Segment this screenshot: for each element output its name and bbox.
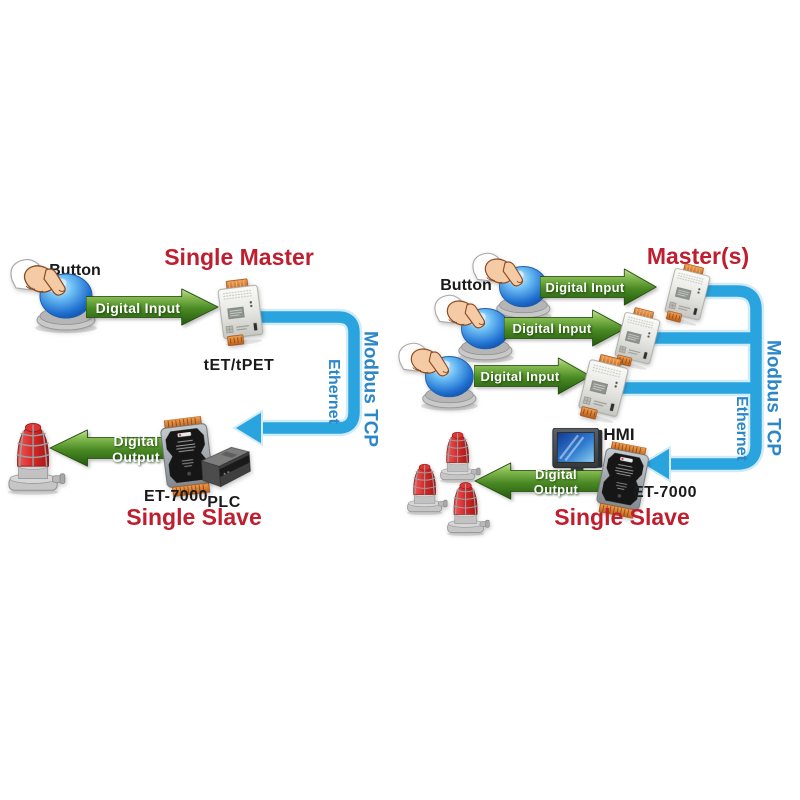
right-digital-input-label-1: Digital Input (545, 280, 625, 295)
hmi-label: HMI (603, 425, 635, 444)
plc-label: PLC (207, 494, 241, 511)
right-digital-output-label: Digital Output (533, 466, 579, 497)
left-slave-device-label: ET-7000 (144, 488, 208, 505)
bus-trunk-right (662, 285, 762, 470)
right-button-label: Button (440, 277, 492, 294)
digital-input-arrow-icon (504, 309, 627, 347)
left-modbus-tcp-label: Modbus TCP (359, 330, 381, 448)
right-digital-input-label-2: Digital Input (512, 321, 592, 336)
right-master-title: Master(s) (646, 243, 750, 269)
digital-output-arrow-icon (474, 462, 605, 500)
right-slave-device-label: ET-7000 (633, 484, 697, 501)
digital-input-arrow-icon (86, 288, 219, 326)
tet-tpet-device-icon (213, 276, 267, 347)
digital-input-arrow-icon (540, 268, 657, 306)
left-master-title: Single Master (164, 244, 314, 270)
left-master-device-label: tET/tPET (203, 357, 275, 374)
left-digital-output-label: Digital Output (112, 432, 160, 465)
bus-line-left (244, 311, 360, 434)
left-digital-input-label: Digital Input (95, 299, 181, 316)
right-modbus-tcp-label: Modbus TCP (762, 339, 784, 457)
plc-device-icon (196, 442, 255, 492)
right-digital-input-label-3: Digital Input (480, 369, 560, 384)
digital-input-arrow-icon (474, 357, 591, 395)
left-slave-title: Single Slave (126, 504, 262, 530)
alarm-beacon-icon (404, 459, 448, 515)
left-ethernet-label: Ethernet (325, 358, 342, 424)
right-ethernet-label: Ethernet (733, 395, 750, 461)
bus-arrowhead-right (640, 445, 671, 483)
right-slave-title: Single Slave (554, 504, 690, 530)
bus-arrowhead-left (232, 409, 263, 447)
